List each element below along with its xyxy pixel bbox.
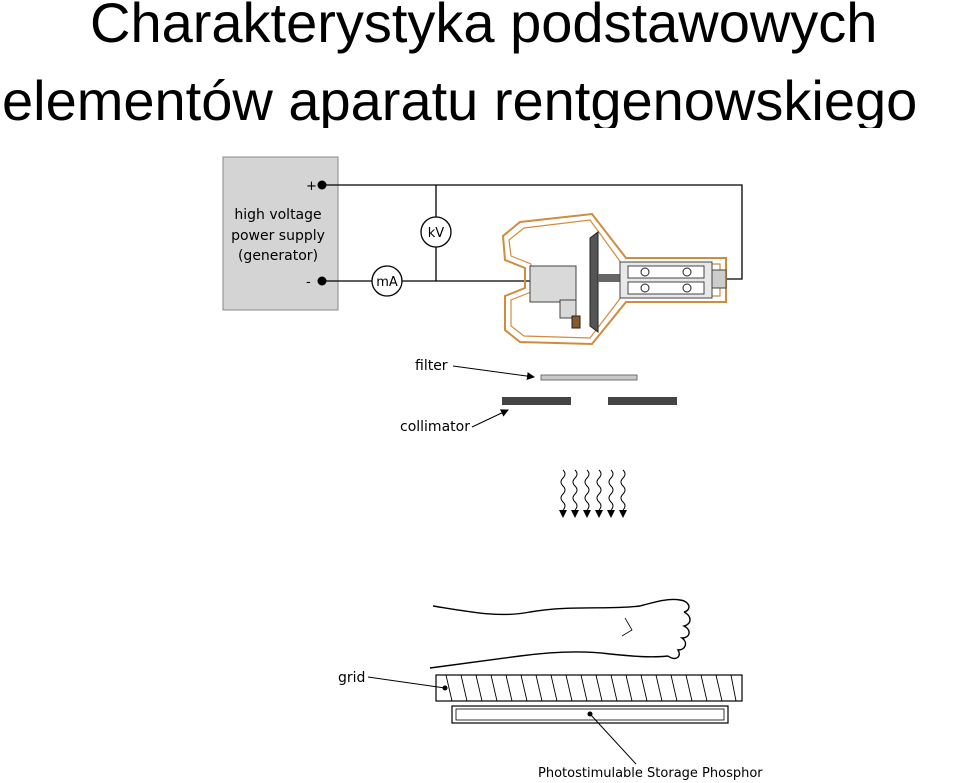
collimator-label: collimator: [400, 419, 470, 435]
kv-meter-label: kV: [428, 226, 445, 241]
slide-title: Charakterystyka podstawowych elementów a…: [0, 0, 960, 128]
generator-label-line3: (generator): [238, 248, 318, 264]
patient-leg: [429, 598, 691, 669]
collimator: collimator: [400, 397, 677, 435]
grid-label: grid: [338, 670, 365, 686]
xray-tube: [501, 212, 727, 346]
phosphor-plate: Photostimulable Storage Phosphor: [451, 705, 763, 781]
filter-label: filter: [415, 358, 448, 374]
filter: filter: [415, 358, 638, 381]
generator-label-line2: power supply: [231, 228, 325, 244]
antiscatter-grid: grid: [338, 670, 743, 702]
title-line-1: Charakterystyka podstawowych: [90, 0, 878, 54]
generator-box: high voltage power supply (generator) + …: [222, 156, 339, 311]
kv-meter: kV: [420, 216, 452, 248]
title-line-2: elementów aparatu rentgenowskiego: [2, 69, 918, 129]
circuit-wires: [322, 184, 743, 282]
generator-label-line1: high voltage: [234, 207, 321, 223]
ma-meter-label: mA: [376, 275, 398, 290]
xray-beam-icon: [559, 469, 627, 518]
minus-terminal-label: -: [306, 275, 311, 290]
ma-meter: mA: [371, 265, 403, 297]
phosphor-label: Photostimulable Storage Phosphor: [538, 766, 763, 781]
plus-terminal-label: +: [306, 179, 317, 194]
